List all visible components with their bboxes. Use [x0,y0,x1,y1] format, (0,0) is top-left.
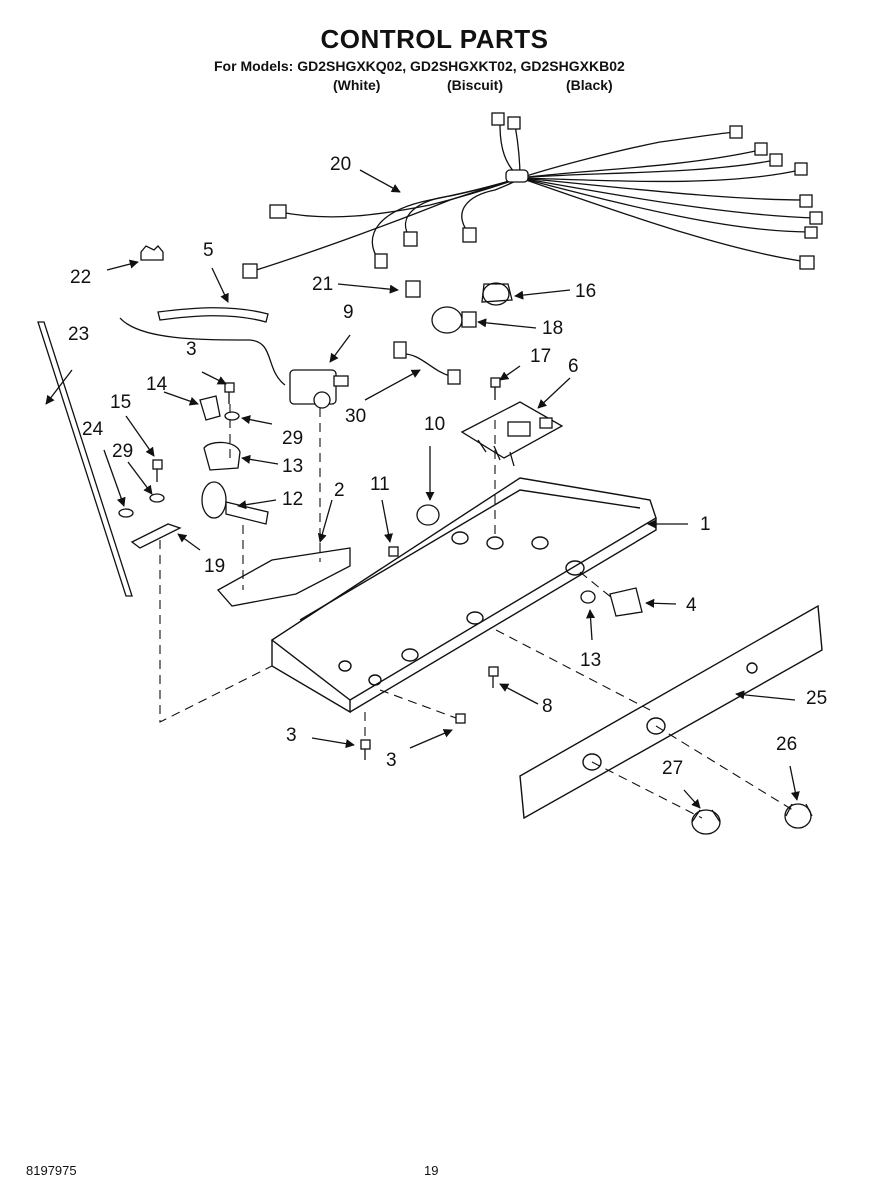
callout-27: 27 [662,758,683,779]
callout-20: 20 [330,154,351,175]
callout-1: 1 [700,514,711,535]
callout-15: 19 [204,556,225,577]
callout-8: 10 [424,414,445,435]
callout-22: 22 [70,267,91,288]
callout-3-right: 3 [386,750,397,771]
callout-29-left: 29 [112,441,133,462]
callout-arrows [45,169,800,809]
callout-3-left: 3 [286,725,297,746]
callout-12: 13 [282,456,303,477]
callout-16: 15 [110,392,131,413]
callout-24: 24 [82,419,104,440]
callout-23: 23 [68,324,89,345]
front-panel [519,604,823,820]
page-number: 19 [424,1163,439,1178]
models-line: For Models: GD2SHGXKQ02, GD2SHGXKT02, GD… [214,58,625,74]
callout-9: 9 [343,302,354,323]
small-parts [37,245,813,835]
doc-number: 8197975 [26,1163,77,1178]
callout-2: 2 [334,480,345,501]
callout-3-upper: 3 [186,339,197,360]
color-label-white: (White) [333,77,381,93]
callout-6: 6 [568,356,579,377]
callout-17: 16 [575,281,596,302]
callout-labels: 20 22 5 21 16 18 9 17 6 30 23 3 14 15 29… [68,154,827,779]
control-housing [270,477,657,714]
callout-18: 17 [530,346,551,367]
callout-19: 18 [542,318,563,339]
page-title: CONTROL PARTS [320,24,549,54]
callout-14: 14 [146,374,168,395]
color-label-black: (Black) [566,77,613,93]
callout-10: 11 [370,474,390,495]
callout-5: 5 [203,240,214,261]
assembly-lines [159,404,797,819]
callout-26: 26 [776,734,797,755]
callout-11: 12 [282,489,303,510]
callout-4: 4 [686,595,697,616]
color-label-biscuit: (Biscuit) [447,77,503,93]
callout-29-right: 29 [282,428,303,449]
callout-13: 13 [580,650,601,671]
wire-harness [242,112,823,279]
callout-21: 21 [312,274,333,295]
callout-30: 30 [345,406,366,427]
callout-25: 25 [806,688,827,709]
callout-7: 8 [542,696,553,717]
